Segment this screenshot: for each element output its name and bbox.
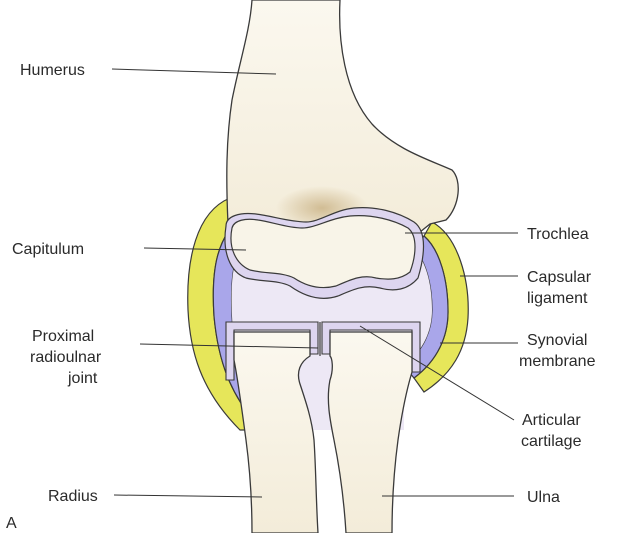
- label-synovial-membrane-line1: Synovial: [527, 332, 587, 349]
- figure-letter: A: [6, 515, 17, 532]
- label-capsular-ligament-line1: Capsular: [527, 269, 592, 286]
- label-radius: Radius: [48, 488, 98, 505]
- ulna-bone: [328, 332, 412, 533]
- label-proximal-radioulnar-line1: Proximal: [32, 328, 94, 345]
- label-synovial-membrane-line2: membrane: [519, 353, 596, 370]
- label-trochlea: Trochlea: [527, 226, 589, 243]
- label-ulna: Ulna: [527, 489, 560, 506]
- label-capitulum: Capitulum: [12, 241, 84, 258]
- leader-radius: [114, 495, 262, 497]
- label-capsular-ligament-line2: ligament: [527, 290, 588, 307]
- label-proximal-radioulnar-line2: radioulnar: [30, 349, 102, 366]
- label-proximal-radioulnar-line3: joint: [67, 370, 98, 387]
- label-articular-cartilage-line1: Articular: [522, 412, 581, 429]
- label-articular-cartilage-line2: cartilage: [521, 433, 582, 450]
- label-humerus: Humerus: [20, 62, 85, 79]
